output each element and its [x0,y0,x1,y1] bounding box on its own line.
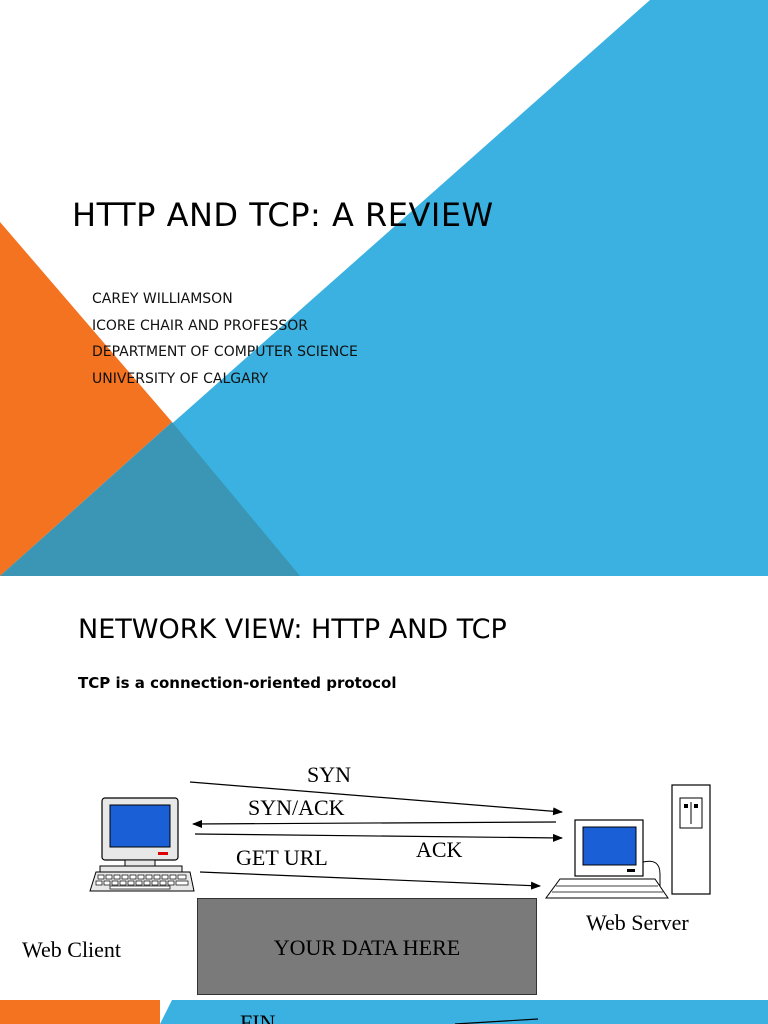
slide2-bullet: TCP is a connection-oriented protocol [78,674,397,692]
ack-label: ACK [416,837,463,862]
network-view-slide: NETWORK VIEW: HTTP AND TCP TCP is a conn… [0,576,768,1000]
fin-label: FIN [240,1010,276,1024]
syn-ack-arrow [192,819,557,828]
data-box-label: YOUR DATA HERE [273,935,461,960]
syn-arrow [189,781,563,816]
slide3-background [0,1000,768,1024]
subtitle-line: CAREY WILLIAMSON [92,291,233,307]
data-placeholder-box: YOUR DATA HERE [197,898,537,995]
ack-arrow [194,833,563,842]
web-server-label: Web Server [586,910,689,935]
web-client-label: Web Client [22,937,122,962]
orange-triangle [0,222,172,576]
fin-arrow [454,1018,539,1024]
teal-triangle [0,422,300,576]
orange-band [0,1000,160,1024]
get-url-arrow [199,871,541,890]
subtitle-line: DEPARTMENT OF COMPUTER SCIENCE [92,344,358,360]
subtitle-line: UNIVERSITY OF CALGARY [92,370,269,387]
slide1-title: HTTP AND TCP: A REVIEW [72,196,494,234]
tcp-diagram [89,781,711,899]
partial-slide: FIN [0,1000,768,1024]
syn-label: SYN [307,762,352,787]
subtitle-line: ICORE CHAIR AND PROFESSOR [92,317,309,334]
client-computer-icon [89,797,195,892]
blue-band [160,1000,768,1024]
slide1-subtitle: CAREY WILLIAMSON ICORE CHAIR AND PROFESS… [92,286,358,392]
server-computer-icon [545,784,711,899]
title-slide: HTTP AND TCP: A REVIEW CAREY WILLIAMSON … [0,0,768,576]
slide2-title: NETWORK VIEW: HTTP AND TCP [78,614,507,645]
slide1-background [0,0,768,576]
syn-ack-label: SYN/ACK [248,795,345,820]
get-url-label: GET URL [236,845,328,870]
blue-triangle [0,0,768,576]
